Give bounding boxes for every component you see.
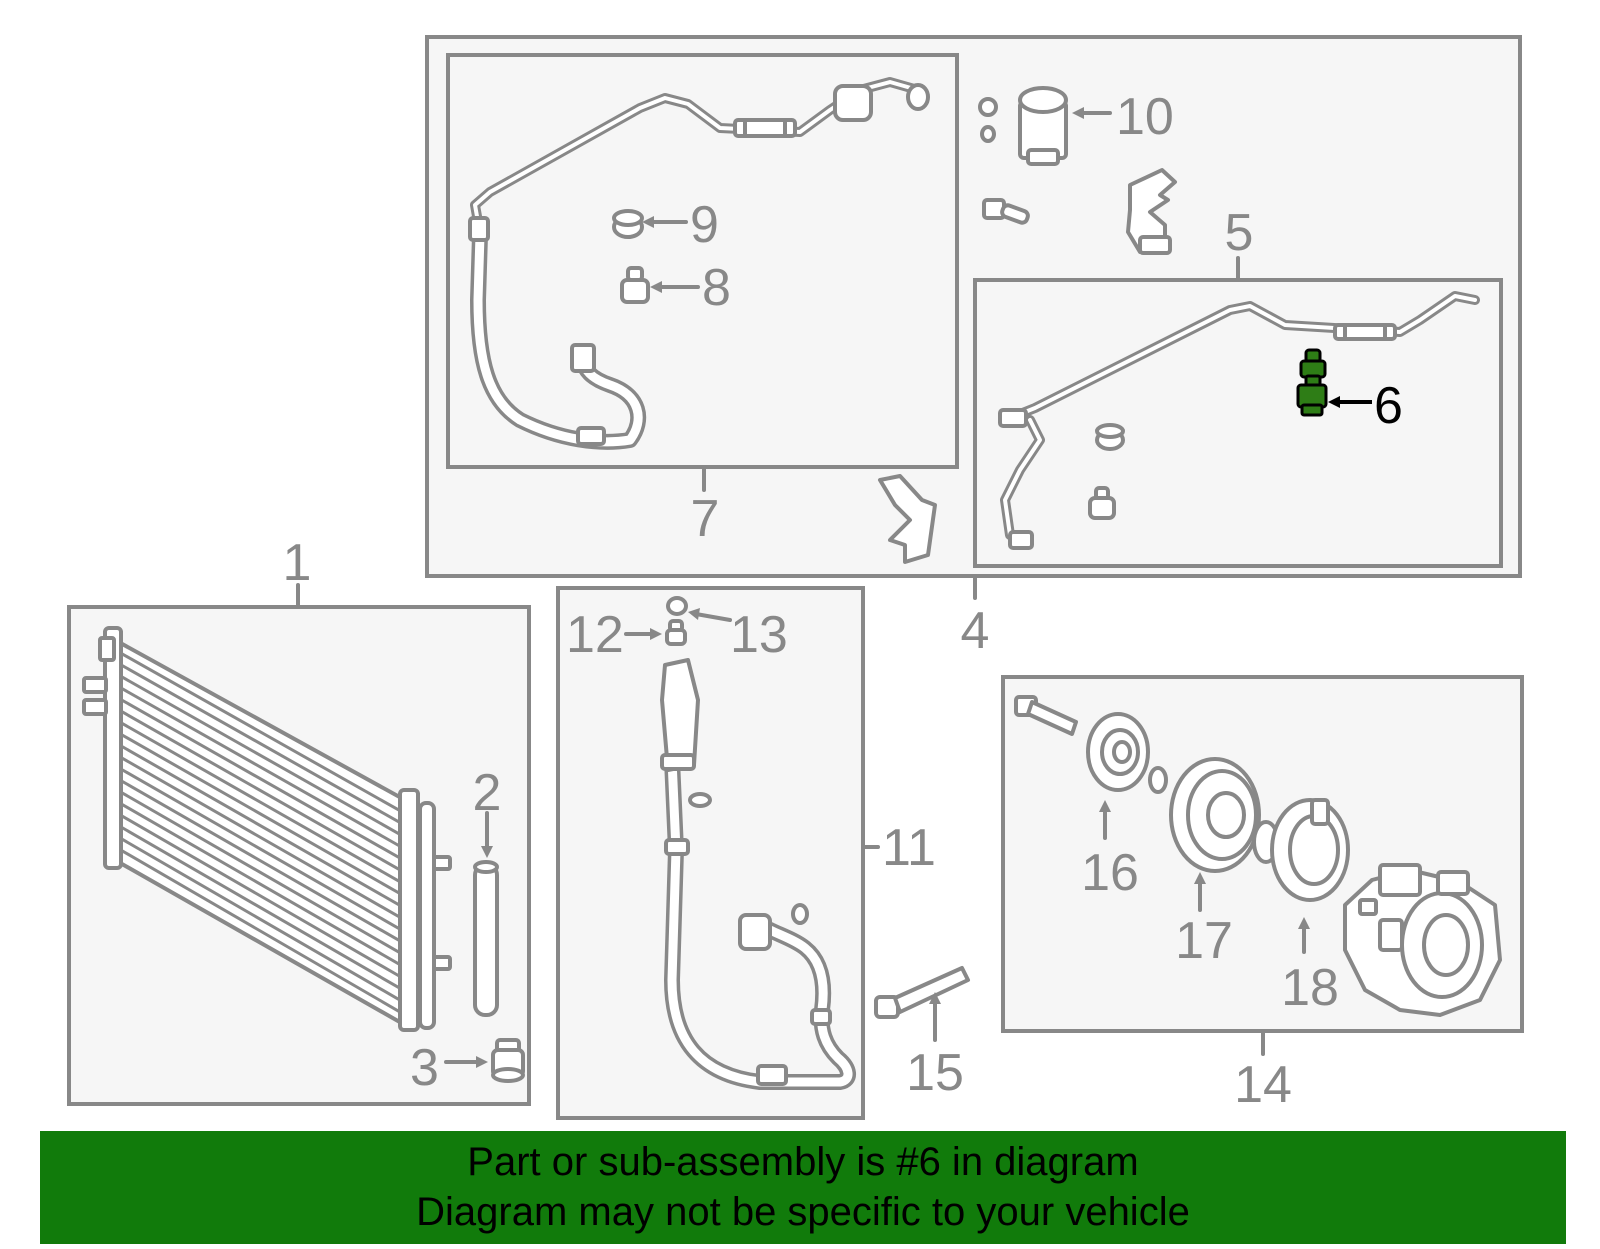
bolt-box4	[982, 198, 1030, 225]
pressure-switch-6: 6	[1296, 348, 1403, 435]
callout-7: 7	[691, 490, 720, 548]
callout-5: 5	[1225, 204, 1254, 262]
callout-4: 4	[961, 602, 990, 660]
info-banner: Part or sub-assembly is #6 in diagram Di…	[40, 1131, 1566, 1244]
callout-11: 11	[882, 819, 936, 877]
condenser-1	[82, 626, 452, 1032]
callout-1: 1	[283, 534, 312, 592]
callout-10: 10	[1116, 88, 1174, 146]
condenser-fin	[117, 708, 403, 873]
callout-12: 12	[566, 606, 624, 664]
callout-13: 13	[730, 606, 788, 664]
field-coil-18: 18	[1270, 798, 1350, 1017]
callout-3: 3	[410, 1039, 439, 1097]
condenser-fin	[117, 766, 403, 932]
hose-box-11: 11 12 13	[556, 586, 936, 1120]
callout-16: 16	[1081, 844, 1139, 902]
condenser-box-1: 1 2 3	[67, 534, 531, 1106]
condenser-fin	[117, 719, 403, 885]
callout-9: 9	[690, 196, 719, 254]
callout-14: 14	[1234, 1056, 1292, 1114]
valve-8: 8	[620, 259, 731, 317]
receiver-drier-2: 2	[473, 764, 502, 1017]
condenser-fin	[117, 789, 403, 956]
condenser-fin	[117, 673, 403, 837]
clutch-hub-16: 16	[1081, 712, 1168, 902]
assembly-5-box: 5 6	[973, 204, 1503, 568]
condenser-fin	[117, 742, 403, 908]
condenser-fin	[117, 685, 403, 849]
callout-18: 18	[1281, 959, 1339, 1017]
bracket-clip-box4	[1126, 168, 1177, 255]
compressor-body	[1343, 863, 1502, 1017]
banner-line-2: Diagram may not be specific to your vehi…	[416, 1190, 1190, 1234]
condenser-fin	[117, 661, 403, 825]
cap-9: 9	[612, 196, 719, 254]
discharge-hose-11	[660, 658, 856, 1090]
valve-12: 12	[566, 606, 687, 664]
callout-2: 2	[473, 764, 502, 822]
condenser-fin	[117, 731, 403, 897]
cap-13: 13	[666, 596, 788, 664]
condenser-fin	[117, 696, 403, 861]
condenser-fin	[117, 847, 403, 1015]
pulley-17: 17	[1169, 757, 1280, 970]
assembly-7-box: 7 9 8	[446, 53, 959, 548]
callout-17: 17	[1175, 912, 1233, 970]
condenser-fin	[117, 754, 403, 920]
bolt-14	[1014, 695, 1078, 736]
liquid-pipe-5	[998, 291, 1480, 550]
bracket-box4	[878, 474, 937, 564]
condenser-fin	[117, 650, 403, 814]
condenser-fin	[117, 823, 403, 991]
callout-8: 8	[702, 259, 731, 317]
expansion-valve-10: 10	[978, 86, 1174, 166]
callout-15: 15	[906, 1044, 964, 1102]
banner-line-1: Part or sub-assembly is #6 in diagram	[467, 1140, 1139, 1184]
suction-pipe-7	[468, 77, 930, 450]
condenser-fin	[117, 835, 403, 1003]
condenser-fin	[117, 777, 403, 944]
condenser-fin	[117, 812, 403, 979]
bolt-15: 15	[874, 966, 970, 1102]
callout-6: 6	[1374, 377, 1403, 435]
plug-3: 3	[410, 1038, 525, 1097]
compressor-box-14: 14 16 17 18	[1001, 675, 1524, 1114]
condenser-fin	[117, 800, 403, 968]
